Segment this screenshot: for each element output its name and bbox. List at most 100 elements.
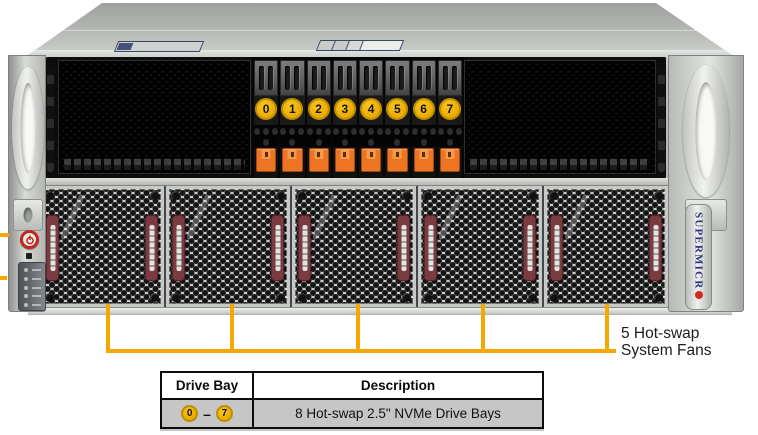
fan-handle [550,215,563,281]
rack-ear-left [8,55,46,312]
drive-tray-latch [256,148,277,172]
handle-ring-right [683,65,729,197]
fan-handle [397,215,410,281]
brand-badge: SUPERMICR [685,204,712,310]
fan-handle [523,215,536,281]
screw-icon [297,293,306,302]
drive-tray-latch [387,148,408,172]
drive-tray-vents [306,125,331,147]
screw-icon [45,293,54,302]
chassis-divider-band [28,178,732,186]
top-cover-barcode-label [315,40,405,51]
callout-tick-power [0,233,9,237]
drive-bay-number-label: 4 [360,98,383,120]
drive-tray-vents [385,125,410,147]
screw-icon [276,293,285,302]
screw-icon [549,293,558,302]
drive-tray-handle [437,60,462,96]
screw-icon [423,293,432,302]
drive-tray-handle [280,60,305,96]
drive-tray: 2 [306,60,331,178]
fan-handle [46,215,59,281]
drive-bay-number-label: 3 [333,98,356,120]
screw-icon [654,191,663,200]
bay-description: 8 Hot-swap 2.5" NVMe Drive Bays [295,406,501,421]
fan-module [40,186,164,307]
drive-bay-number-label: 1 [281,98,304,120]
table-row: 0 – 7 8 Hot-swap 2.5" NVMe Drive Bays [162,398,542,427]
drive-bay-number-label: 7 [438,98,461,120]
fan-row [40,186,668,307]
callout-line-fan-2 [230,304,234,353]
drive-tray-vents [411,125,436,147]
drive-tray: 4 [359,60,384,178]
drive-tray-latch [334,148,355,172]
drive-bay-legend-table: Drive Bay Description 0 – 7 8 Hot-swap 2… [160,371,544,429]
screw-icon [171,191,180,200]
drive-tray-latch [439,148,460,172]
drive-tray-handle [254,60,279,96]
screw-icon [423,191,432,200]
fan-module [166,186,290,307]
fan-module [544,186,668,307]
callout-line-fan-5 [605,304,609,353]
callout-line-fan-1 [106,304,110,353]
reset-button [26,253,32,259]
screw-icon [297,191,306,200]
fan-latch-lever [565,195,591,239]
brand-text: SUPERMICR [692,212,705,290]
screw-icon [549,191,558,200]
drive-tray: 1 [280,60,305,178]
table-header-row: Drive Bay Description [162,373,542,398]
screw-icon [276,191,285,200]
drive-tray-latch [308,148,329,172]
drive-tray-vents [254,125,279,147]
drive-tray-vents [359,125,384,147]
drive-tray-vents [280,125,305,147]
rack-ear-right: SUPERMICR [668,55,744,312]
fan-callout-label: 5 Hot-swap System Fans [621,325,712,359]
callout-line-fan-3 [356,304,360,353]
drive-tray-handle [385,60,410,96]
drive-tray-handle [332,60,357,96]
fan-latch-lever [313,195,339,239]
top-cover-label [113,41,205,52]
screw-icon [654,293,663,302]
fan-module [418,186,542,307]
drive-tray-latch [413,148,434,172]
air-intake-grille-left [58,60,251,174]
screw-icon [150,191,159,200]
fan-module [292,186,416,307]
drive-tray: 0 [254,60,279,178]
fan-handle [172,215,185,281]
drive-tray: 6 [411,60,436,178]
callout-line-fan-4 [481,304,485,353]
drive-tray-vents [437,125,462,147]
drive-tray-vents [332,125,357,147]
drive-tray: 5 [385,60,410,178]
drive-tray: 3 [332,60,357,178]
drive-tray-latch [361,148,382,172]
fan-handle [424,215,437,281]
power-icon [25,234,34,244]
drive-tray-handle [411,60,436,96]
chassis-bottom-edge [28,307,732,315]
screw-icon [402,191,411,200]
column-header-drive-bay: Drive Bay [162,373,254,398]
drive-tray-handle [306,60,331,96]
drive-tray-latch [282,148,303,172]
drive-bay-number-label: 5 [386,98,409,120]
fan-handle [298,215,311,281]
callout-tick-leds [0,276,7,280]
fan-latch-lever [61,195,87,239]
callout-connector-line [106,349,616,353]
column-header-description: Description [360,378,436,393]
screw-icon [528,293,537,302]
fan-handle [145,215,158,281]
screw-icon [402,293,411,302]
drive-bay-row: 0 1 2 3 4 5 6 7 [252,57,464,178]
handle-ring-left [12,67,44,189]
air-intake-grille-right [464,60,656,174]
screw-icon [171,293,180,302]
